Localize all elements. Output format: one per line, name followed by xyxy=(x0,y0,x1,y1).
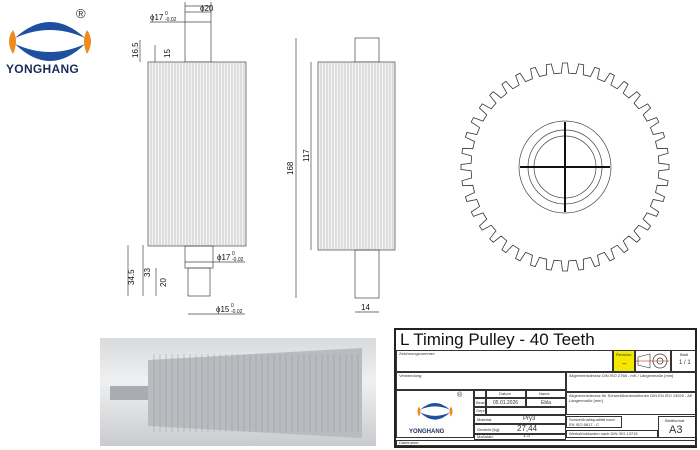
registered-mark: ® xyxy=(76,6,86,21)
material-label: Material: xyxy=(477,417,493,422)
gear-outline xyxy=(460,62,670,272)
general-tolerance: Allgemeintoleranz DIN ISO 2768 - mK / Lä… xyxy=(569,373,674,378)
product-photo xyxy=(100,338,376,446)
date-value: 05.01.2026 xyxy=(493,400,519,406)
dim-shaft-bottom: ϕ15 xyxy=(216,305,230,314)
title-block-logo xyxy=(417,403,453,420)
scale-label: Maßstab: xyxy=(477,434,494,439)
checked-label: Gepr. xyxy=(476,408,486,413)
dim-bearing-bottom: ϕ17 xyxy=(217,253,231,262)
dim-16-5: 16.5 xyxy=(131,42,140,58)
dim-34-5: 34.5 xyxy=(127,269,136,285)
tol-upper-bottom: 0 xyxy=(232,251,235,257)
dim-shaft-top: ϕ20 xyxy=(200,4,214,13)
weld-quality: Schweißnahtqualität nach EN ISO 5817 - C xyxy=(569,417,615,427)
workpiece-edges: Werkstückkanten nach DIN ISO 13715 xyxy=(569,431,638,436)
name-value: Ebla xyxy=(541,400,552,406)
revision-label: Revision: xyxy=(616,352,633,357)
dim-15: 15 xyxy=(163,49,172,58)
file-label: Dateiname: xyxy=(399,440,420,445)
drawing-number-label: Zeichnungsnummer: xyxy=(399,351,436,356)
tol-lower-top: -0.02 xyxy=(165,17,177,23)
dim-20: 20 xyxy=(159,278,168,287)
gear-end-view xyxy=(460,62,670,272)
dim-168: 168 xyxy=(286,161,295,175)
scale-value: 1:5 xyxy=(523,433,530,439)
weight-value: 27,44 xyxy=(517,424,538,433)
dim-bearing-top: ϕ17 xyxy=(150,13,164,22)
front-view: ϕ20 ϕ17 0 -0.02 16.5 15 ϕ17 0 -0.02 34.5… xyxy=(127,2,247,315)
tol-upper-shaft: 0 xyxy=(231,303,234,309)
sheet-label: Blatt xyxy=(680,352,689,357)
welding-tolerance: Allgemeintoleranz für Schweißkonstruktio… xyxy=(569,393,693,403)
dim-14: 14 xyxy=(361,303,370,312)
format-value: A3 xyxy=(669,424,683,436)
drawn-label: Bearb. xyxy=(476,400,488,405)
date-label: Datum xyxy=(499,391,511,396)
revision-value: – xyxy=(622,359,627,368)
title-block-brand: YONGHANG xyxy=(409,429,445,435)
tol-lower-bottom: -0.02 xyxy=(232,257,244,263)
dim-117: 117 xyxy=(302,149,311,162)
tol-lower-shaft: -0.02 xyxy=(231,309,243,315)
technical-drawing: ϕ20 ϕ17 0 -0.02 16.5 15 ϕ17 0 -0.02 34.5… xyxy=(127,2,670,315)
title-block-registered: ® xyxy=(457,392,463,399)
name-label: Name xyxy=(539,391,550,396)
material-value: Pry3 xyxy=(523,416,536,422)
title-block: L Timing Pulley - 40 Teeth Zeichnungsnum… xyxy=(394,328,697,448)
projection-symbol-icon xyxy=(636,353,669,369)
brand-name: YONGHANG xyxy=(6,62,80,76)
tol-upper-top: 0 xyxy=(165,11,168,17)
usage-label: Verwendung: xyxy=(399,373,423,378)
dim-33: 33 xyxy=(143,268,152,277)
yonghang-logo xyxy=(9,22,91,61)
weight-label: Gewicht [kg]: xyxy=(477,427,501,432)
sheet-value: 1 / 1 xyxy=(679,360,691,366)
drawing-title: L Timing Pulley - 40 Teeth xyxy=(400,330,595,349)
side-view: 168 117 14 xyxy=(286,37,396,313)
format-label: Blattformat xyxy=(665,418,685,423)
